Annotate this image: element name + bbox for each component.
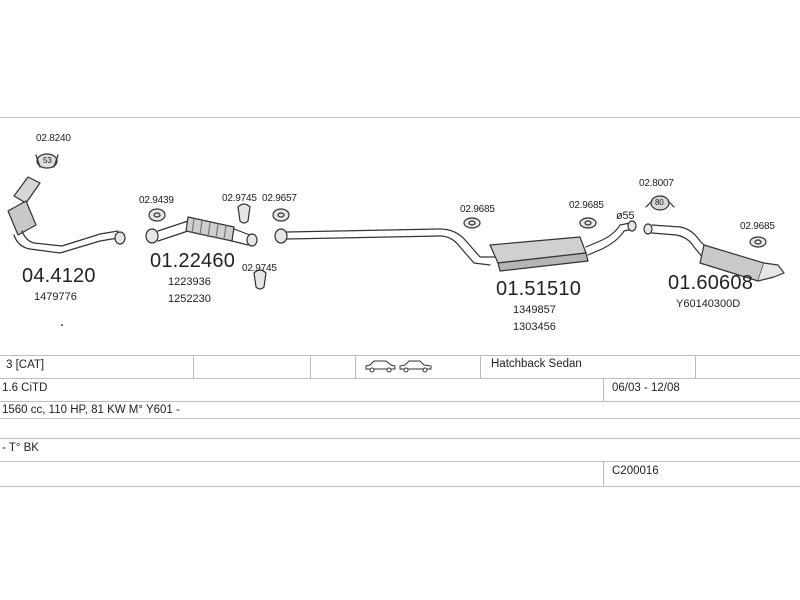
catalytic-converter-front-pipe [7,176,126,254]
clamp-02-9745-lower-icon [253,269,267,290]
spec-cell: 1560 cc, 110 HP, 81 KW M° Y601 - [2,404,180,416]
accessory-label: 02.8007 [639,178,674,189]
accessory-label: 02.9439 [139,195,174,206]
body-type-cell: Hatchback Sedan [491,358,582,370]
gasket-02-9685-icon [463,217,481,229]
table-line [0,378,800,379]
part-ref: 1223936 [168,276,211,288]
flex-pipe [145,216,258,247]
rear-muffler [643,223,785,282]
part-ref: 1349857 [513,304,556,316]
part-number: 01.51510 [496,278,582,300]
table-divider [603,461,604,486]
accessory-label: 02.9685 [569,200,604,211]
table-line [0,355,800,356]
table-line [0,461,800,462]
gasket-02-9657-icon [272,208,290,222]
model-cell: 3 [CAT] [6,359,45,371]
car-icons [364,358,434,374]
accessory-label: 02.9657 [262,193,297,204]
table-divider [603,378,604,401]
accessory-label: 02.9685 [740,221,775,232]
table-divider [695,355,696,378]
gasket-02-9439-icon [148,208,166,222]
clamp-02-8240-icon [35,153,59,169]
accessory-label: 02.9685 [460,204,495,215]
part-number: 04.4120 [22,265,96,287]
part-number: 01.60608 [668,272,754,294]
part-ref: 1303456 [513,321,556,333]
years-cell: 06/03 - 12/08 [612,382,680,394]
rubber-hanger-02-8007-icon [645,195,675,211]
accessory-label: 02.9745 [222,193,257,204]
accessory-badge: 80 [655,198,664,207]
note-cell: - T° BK [2,442,39,454]
table-line [0,486,800,487]
top-border [0,117,800,118]
table-line [0,438,800,439]
gasket-02-9685-c-icon [749,236,767,248]
table-line [0,401,800,402]
table-divider [355,355,356,378]
engine-cell: 1.6 CiTD [2,382,48,394]
sedan-car-icon [399,360,432,373]
accessory-label: 02.9745 [242,263,277,274]
table-line [0,418,800,419]
gasket-02-9685-b-icon [579,217,597,229]
table-divider [193,355,194,378]
clamp-02-9745-icon [237,203,251,224]
pipe-diameter-label: ø55 [616,210,635,222]
table-divider [480,355,481,378]
code-cell: C200016 [612,465,659,477]
accessory-label: 02.8240 [36,133,71,144]
center-muffler [489,220,637,272]
hatchback-car-icon [365,360,396,373]
part-ref: Y60140300D [676,298,741,310]
table-divider [310,355,311,378]
part-ref: 1479776 [34,291,77,303]
part-ref: 1252230 [168,293,211,305]
part-number: 01.22460 [150,250,236,272]
accessory-badge: 53 [43,156,52,165]
center-pipe [274,228,497,266]
exhaust-diagram [7,153,785,326]
